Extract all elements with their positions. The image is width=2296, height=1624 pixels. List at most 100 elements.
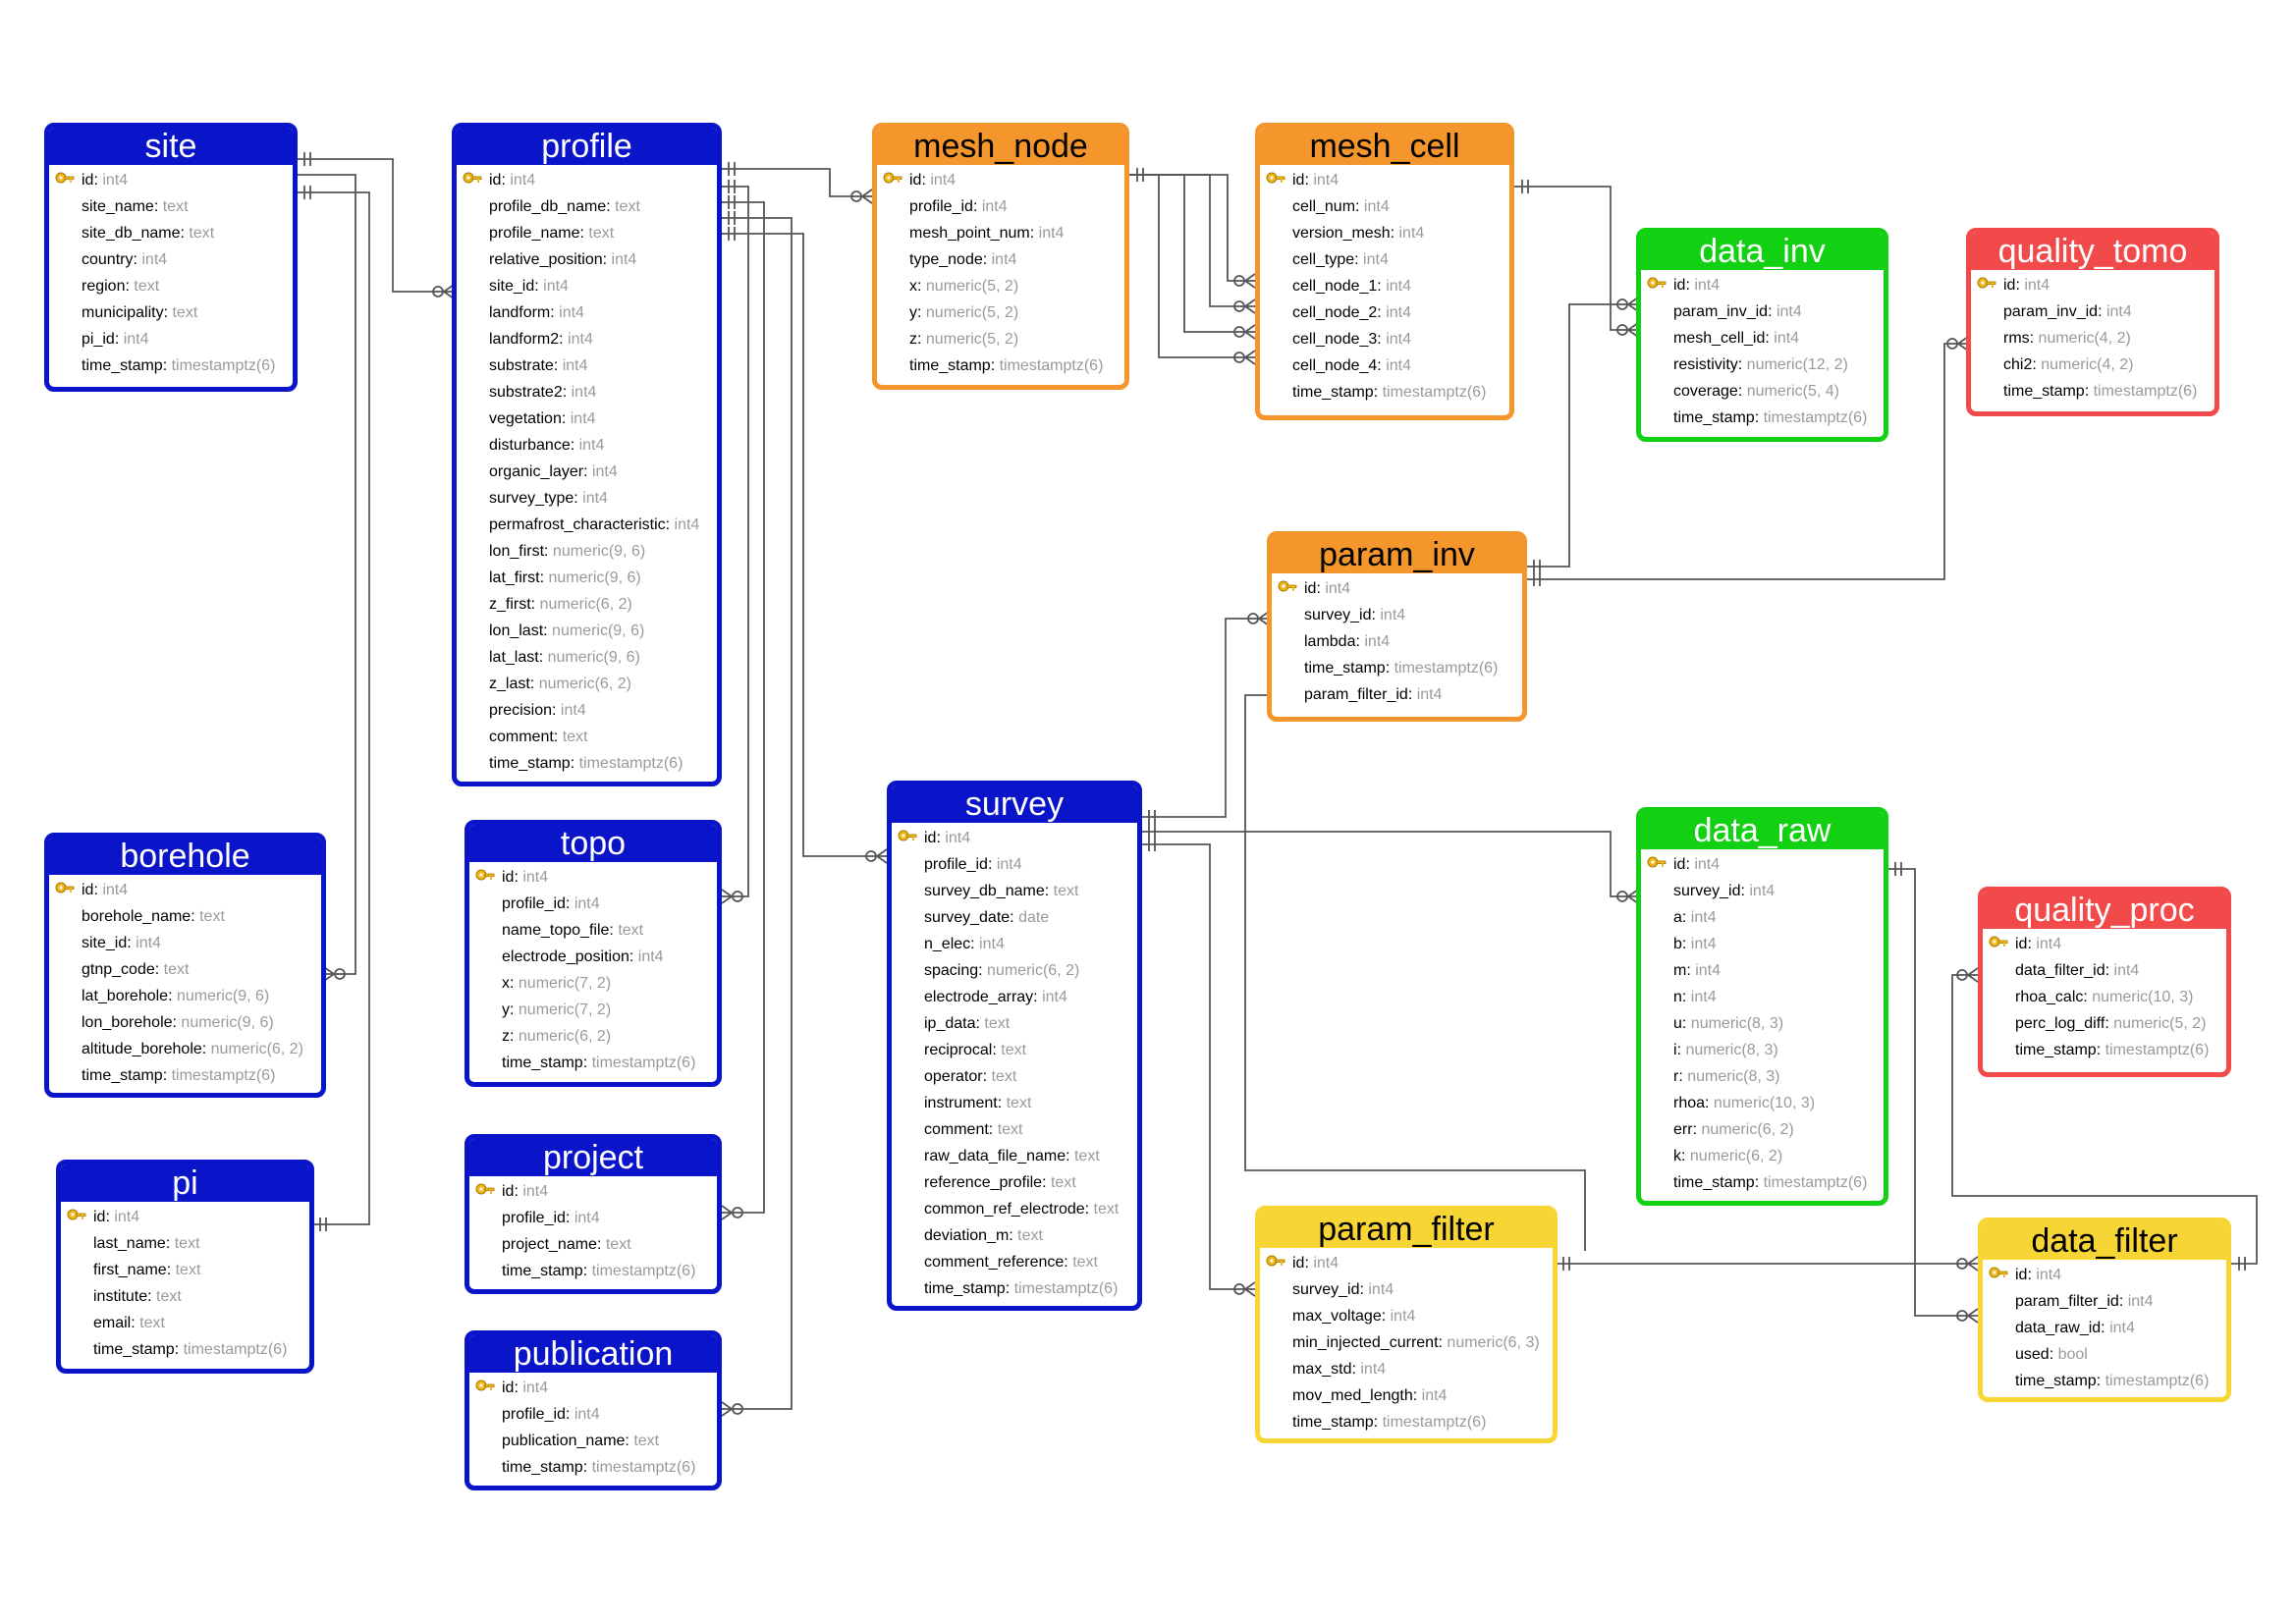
field-row[interactable]: time_stamp: timestamptz(6) — [892, 1275, 1137, 1302]
field-row[interactable]: electrode_array: int4 — [892, 984, 1137, 1010]
field-row[interactable]: resistivity: numeric(12, 2) — [1641, 352, 1884, 378]
field-row[interactable]: mov_med_length: int4 — [1260, 1382, 1553, 1409]
field-row[interactable]: cell_node_4: int4 — [1260, 352, 1509, 379]
field-row[interactable]: landform2: int4 — [457, 326, 717, 352]
field-row[interactable]: site_id: int4 — [457, 273, 717, 299]
field-row[interactable]: borehole_name: text — [49, 903, 321, 930]
field-row[interactable]: time_stamp: timestamptz(6) — [49, 352, 293, 379]
field-row[interactable]: profile_id: int4 — [469, 891, 717, 917]
field-row[interactable]: mesh_point_num: int4 — [877, 220, 1124, 246]
field-row[interactable]: id: int4 — [49, 167, 293, 193]
field-row[interactable]: site_id: int4 — [49, 930, 321, 956]
field-row[interactable]: time_stamp: timestamptz(6) — [49, 1062, 321, 1089]
field-row[interactable]: cell_num: int4 — [1260, 193, 1509, 220]
field-row[interactable]: profile_id: int4 — [877, 193, 1124, 220]
field-row[interactable]: data_filter_id: int4 — [1983, 957, 2226, 984]
field-row[interactable]: ip_data: text — [892, 1010, 1137, 1037]
field-row[interactable]: z_first: numeric(6, 2) — [457, 591, 717, 618]
field-row[interactable]: param_inv_id: int4 — [1971, 298, 2214, 325]
field-row[interactable]: time_stamp: timestamptz(6) — [1971, 378, 2214, 405]
field-row[interactable]: survey_date: date — [892, 904, 1137, 931]
field-row[interactable]: id: int4 — [1971, 272, 2214, 298]
field-row[interactable]: z: numeric(5, 2) — [877, 326, 1124, 352]
field-row[interactable]: altitude_borehole: numeric(6, 2) — [49, 1036, 321, 1062]
field-row[interactable]: profile_id: int4 — [469, 1401, 717, 1428]
field-row[interactable]: id: int4 — [877, 167, 1124, 193]
field-row[interactable]: time_stamp: timestamptz(6) — [61, 1336, 309, 1363]
field-row[interactable]: data_raw_id: int4 — [1983, 1315, 2226, 1341]
field-row[interactable]: last_name: text — [61, 1230, 309, 1257]
field-row[interactable]: lat_last: numeric(9, 6) — [457, 644, 717, 671]
field-row[interactable]: rhoa: numeric(10, 3) — [1641, 1090, 1884, 1116]
field-row[interactable]: comment_reference: text — [892, 1249, 1137, 1275]
field-row[interactable]: country: int4 — [49, 246, 293, 273]
field-row[interactable]: time_stamp: timestamptz(6) — [1641, 1169, 1884, 1196]
field-row[interactable]: common_ref_electrode: text — [892, 1196, 1137, 1222]
field-row[interactable]: id: int4 — [1983, 931, 2226, 957]
field-row[interactable]: id: int4 — [457, 167, 717, 193]
field-row[interactable]: id: int4 — [1641, 851, 1884, 878]
field-row[interactable]: id: int4 — [1260, 167, 1509, 193]
field-row[interactable]: lon_borehole: numeric(9, 6) — [49, 1009, 321, 1036]
field-row[interactable]: cell_node_3: int4 — [1260, 326, 1509, 352]
field-row[interactable]: survey_id: int4 — [1272, 602, 1522, 628]
field-row[interactable]: lambda: int4 — [1272, 628, 1522, 655]
field-row[interactable]: b: int4 — [1641, 931, 1884, 957]
field-row[interactable]: gtnp_code: text — [49, 956, 321, 983]
field-row[interactable]: i: numeric(8, 3) — [1641, 1037, 1884, 1063]
field-row[interactable]: err: numeric(6, 2) — [1641, 1116, 1884, 1143]
field-row[interactable]: comment: text — [892, 1116, 1137, 1143]
field-row[interactable]: time_stamp: timestamptz(6) — [457, 750, 717, 777]
field-row[interactable]: z: numeric(6, 2) — [469, 1023, 717, 1050]
field-row[interactable]: chi2: numeric(4, 2) — [1971, 352, 2214, 378]
field-row[interactable]: reference_profile: text — [892, 1169, 1137, 1196]
field-row[interactable]: landform: int4 — [457, 299, 717, 326]
field-row[interactable]: k: numeric(6, 2) — [1641, 1143, 1884, 1169]
field-row[interactable]: time_stamp: timestamptz(6) — [469, 1050, 717, 1076]
field-row[interactable]: x: numeric(7, 2) — [469, 970, 717, 997]
field-row[interactable]: y: numeric(5, 2) — [877, 299, 1124, 326]
field-row[interactable]: operator: text — [892, 1063, 1137, 1090]
field-row[interactable]: id: int4 — [469, 864, 717, 891]
field-row[interactable]: cell_type: int4 — [1260, 246, 1509, 273]
field-row[interactable]: id: int4 — [469, 1375, 717, 1401]
field-row[interactable]: rhoa_calc: numeric(10, 3) — [1983, 984, 2226, 1010]
field-row[interactable]: version_mesh: int4 — [1260, 220, 1509, 246]
field-row[interactable]: survey_db_name: text — [892, 878, 1137, 904]
field-row[interactable]: municipality: text — [49, 299, 293, 326]
field-row[interactable]: profile_name: text — [457, 220, 717, 246]
field-row[interactable]: disturbance: int4 — [457, 432, 717, 459]
field-row[interactable]: id: int4 — [1272, 575, 1522, 602]
field-row[interactable]: institute: text — [61, 1283, 309, 1310]
field-row[interactable]: relative_position: int4 — [457, 246, 717, 273]
field-row[interactable]: time_stamp: timestamptz(6) — [1272, 655, 1522, 681]
field-row[interactable]: time_stamp: timestamptz(6) — [1983, 1037, 2226, 1063]
field-row[interactable]: param_filter_id: int4 — [1983, 1288, 2226, 1315]
field-row[interactable]: time_stamp: timestamptz(6) — [877, 352, 1124, 379]
field-row[interactable]: min_injected_current: numeric(6, 3) — [1260, 1329, 1553, 1356]
field-row[interactable]: y: numeric(7, 2) — [469, 997, 717, 1023]
field-row[interactable]: coverage: numeric(5, 4) — [1641, 378, 1884, 405]
field-row[interactable]: n: int4 — [1641, 984, 1884, 1010]
field-row[interactable]: time_stamp: timestamptz(6) — [1641, 405, 1884, 431]
field-row[interactable]: first_name: text — [61, 1257, 309, 1283]
field-row[interactable]: cell_node_2: int4 — [1260, 299, 1509, 326]
field-row[interactable]: id: int4 — [49, 877, 321, 903]
field-row[interactable]: lon_first: numeric(9, 6) — [457, 538, 717, 565]
field-row[interactable]: time_stamp: timestamptz(6) — [1260, 1409, 1553, 1435]
field-row[interactable]: profile_db_name: text — [457, 193, 717, 220]
field-row[interactable]: max_std: int4 — [1260, 1356, 1553, 1382]
field-row[interactable]: pi_id: int4 — [49, 326, 293, 352]
field-row[interactable]: id: int4 — [61, 1204, 309, 1230]
field-row[interactable]: publication_name: text — [469, 1428, 717, 1454]
field-row[interactable]: region: text — [49, 273, 293, 299]
